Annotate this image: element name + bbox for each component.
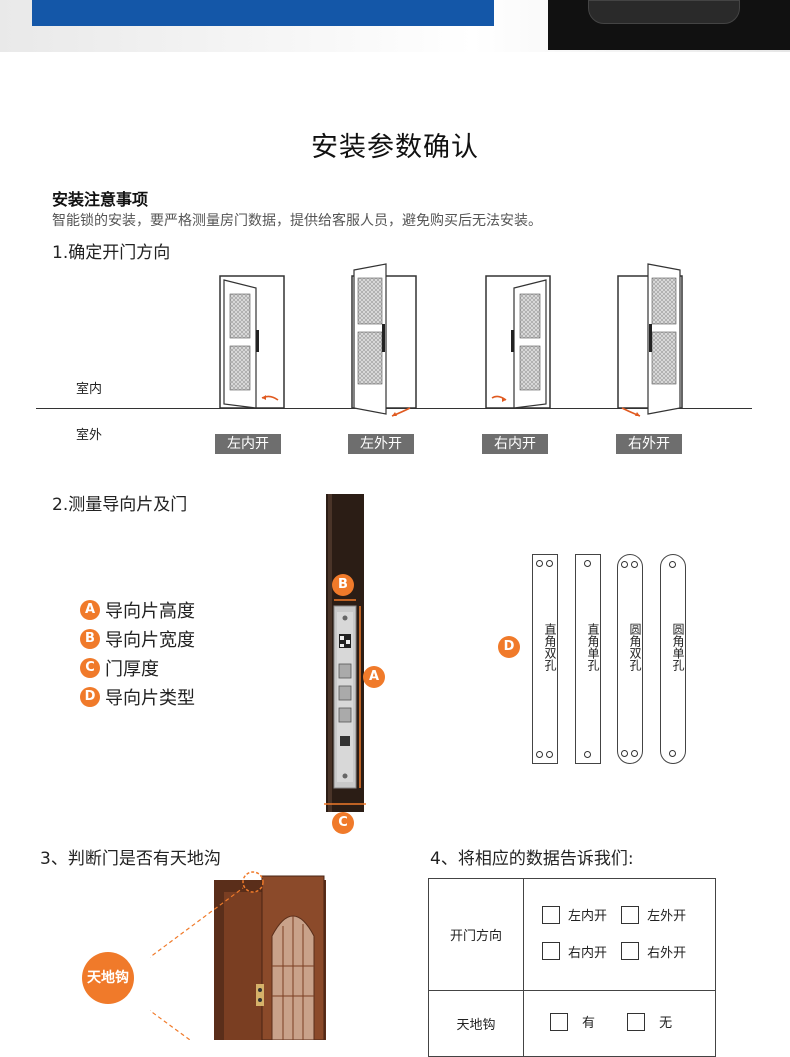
door-label-right-out: 右外开	[616, 434, 682, 454]
door-photo-illustration	[150, 871, 326, 1040]
page-title: 安装参数确认	[311, 132, 479, 163]
row-label-tiandi: 天地钩	[428, 990, 524, 1057]
door-label-left-in: 左内开	[215, 434, 281, 454]
notice-text: 智能锁的安装，要严格测量房门数据，提供给客服人员，避免购买后无法安装。	[52, 213, 542, 229]
door-diagrams	[219, 263, 683, 417]
marker-c-icon: C	[332, 812, 354, 834]
option-right-in[interactable]: 右内开	[542, 942, 607, 961]
checkbox-no[interactable]	[627, 1012, 646, 1031]
option-left-in[interactable]: 左内开	[542, 905, 607, 924]
step3-label: 3、判断门是否有天地沟	[40, 849, 221, 869]
door-left-in-icon	[219, 275, 285, 409]
notice-title: 安装注意事项	[52, 190, 149, 209]
indoor-label: 室内	[76, 382, 103, 397]
tiandi-badge: 天地钩	[82, 952, 134, 1004]
guide-plate-square-double: 直角双孔	[532, 554, 558, 764]
checkbox-right-in[interactable]	[542, 942, 560, 960]
checkbox-yes[interactable]	[550, 1012, 568, 1031]
door-right-in-icon	[485, 275, 551, 409]
banner-blue-bar	[32, 0, 494, 26]
door-edge-illustration	[324, 494, 366, 812]
marker-d-icon: D	[498, 636, 520, 658]
badge-a-icon: A	[80, 600, 100, 620]
guide-plate-round-double: 圆角双孔	[617, 554, 643, 764]
badge-b-icon: B	[80, 629, 100, 649]
marker-b-icon: B	[332, 574, 354, 596]
tiandi-options: 有 无	[523, 990, 716, 1057]
option-right-out[interactable]: 右外开	[621, 942, 686, 961]
row-label-direction: 开门方向	[428, 878, 524, 991]
badge-c-icon: C	[80, 658, 100, 678]
step2-label: 2.测量导向片及门	[52, 495, 188, 515]
guide-plate-round-single: 圆角单孔	[660, 554, 686, 764]
guide-plate-square-single: 直角单孔	[575, 554, 601, 764]
door-label-left-out: 左外开	[348, 434, 414, 454]
checkbox-left-out[interactable]	[621, 905, 640, 924]
door-label-right-in: 右内开	[482, 434, 548, 454]
info-table: 开门方向 左内开 左外开 右内开 右外开 天地钩 有 无	[428, 878, 716, 1057]
table-row-tiandi: 天地钩 有 无	[428, 990, 716, 1057]
table-row-direction: 开门方向 左内开 左外开 右内开 右外开	[428, 878, 716, 991]
checkbox-left-in[interactable]	[542, 905, 560, 924]
banner-lock-image	[548, 0, 790, 50]
outdoor-label: 室外	[76, 428, 103, 443]
door-right-out-icon	[617, 263, 683, 417]
lock-body-icon	[588, 0, 740, 24]
option-left-out[interactable]: 左外开	[621, 905, 686, 924]
step1-label: 1.确定开门方向	[52, 243, 171, 263]
option-no[interactable]: 无	[627, 1012, 672, 1031]
badge-d-icon: D	[80, 687, 100, 707]
direction-options: 左内开 左外开 右内开 右外开	[523, 878, 716, 991]
option-yes[interactable]: 有	[550, 1012, 595, 1031]
marker-a-icon: A	[363, 666, 385, 688]
checkbox-right-out[interactable]	[621, 942, 640, 960]
step4-label: 4、将相应的数据告诉我们:	[430, 849, 634, 869]
door-left-out-icon	[351, 263, 417, 417]
